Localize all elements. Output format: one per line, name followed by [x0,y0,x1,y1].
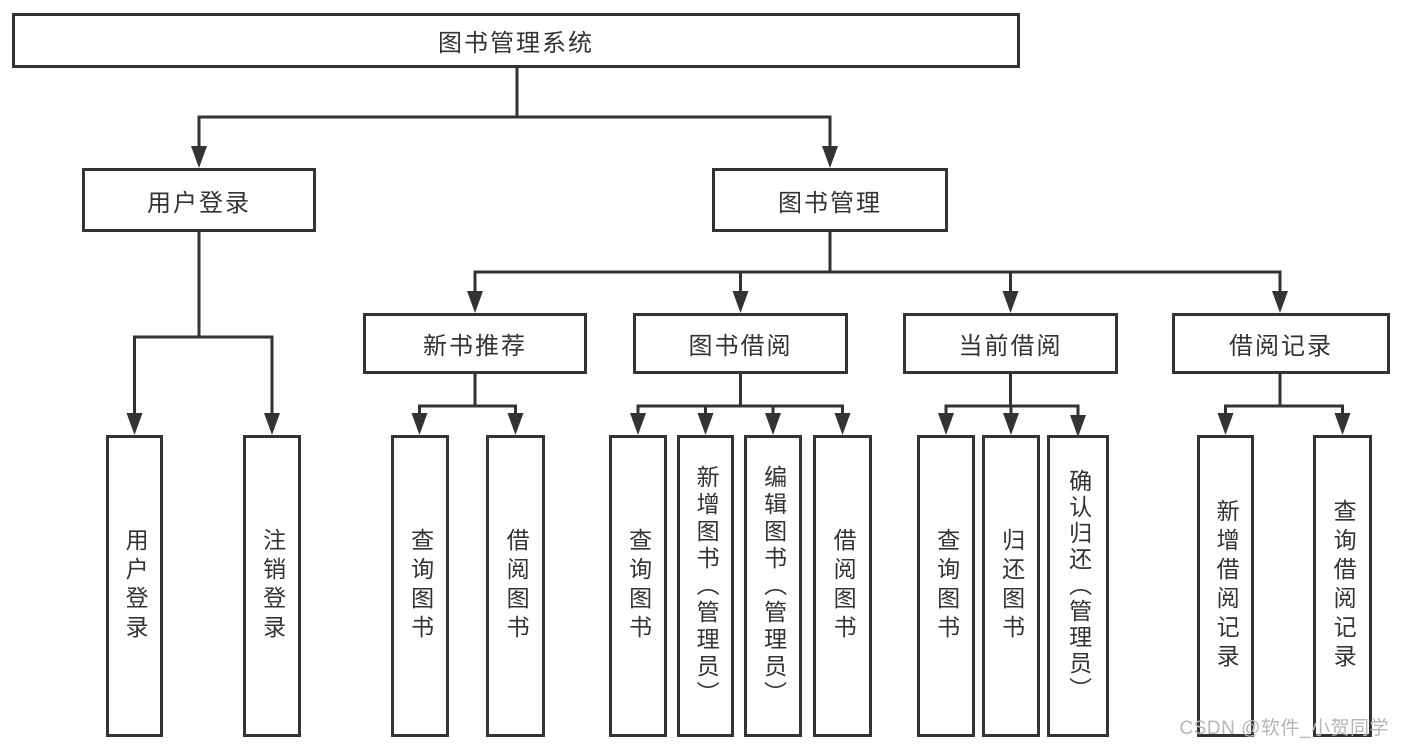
watermark: CSDN @软件_小贺同学 [1179,718,1389,739]
node-label: 图书管理 [778,189,882,217]
node-leaf-query-books-current: 查询图书 [917,435,975,737]
connector-book-borrow-split [630,374,851,435]
node-leaf-add-books-admin: 新增图书（管理员） [677,435,734,737]
node-borrowing-records: 借阅记录 [1172,313,1390,374]
node-label: 查询图书 [625,528,652,644]
connector-borrow-records-split [1217,374,1351,435]
node-label: 确认归还（管理员） [1065,469,1092,703]
node-label: 归还图书 [998,528,1025,644]
node-label: 查询图书 [407,528,434,644]
node-leaf-return-books: 归还图书 [982,435,1040,737]
node-book-management: 图书管理 [712,168,948,232]
node-label: 新增图书（管理员） [693,464,720,708]
node-label: 图书管理系统 [438,30,594,57]
node-leaf-query-borrow-record: 查询借阅记录 [1313,435,1372,737]
node-label: 编辑图书（管理员） [760,464,787,708]
node-current-borrowing: 当前借阅 [903,313,1118,374]
node-new-book-recommendation: 新书推荐 [363,313,587,374]
node-leaf-borrow-books-recommend: 借阅图书 [486,435,545,737]
node-leaf-logout: 注销登录 [243,435,301,737]
node-label: 用户登录 [122,528,149,644]
node-leaf-query-books-recommend: 查询图书 [391,435,449,737]
node-label: 借阅记录 [1229,333,1333,360]
node-label: 新增借阅记录 [1213,499,1240,673]
node-leaf-add-borrow-record: 新增借阅记录 [1197,435,1254,737]
node-leaf-confirm-return-admin: 确认归还（管理员） [1047,435,1109,737]
node-leaf-borrow-books: 借阅图书 [813,435,872,737]
node-label: 注销登录 [259,528,286,644]
node-label: 借阅图书 [830,528,857,644]
node-leaf-user-login: 用户登录 [106,435,163,737]
node-label: 用户登录 [147,189,251,217]
node-label: 图书借阅 [688,333,793,360]
connector-book-management-split [467,232,1288,313]
node-leaf-edit-books-admin: 编辑图书（管理员） [744,435,802,737]
node-label: 查询借阅记录 [1330,499,1357,673]
node-label: 查询图书 [933,528,960,644]
connector-root-split [191,68,838,168]
node-book-borrowing: 图书借阅 [633,313,848,374]
connector-current-borrow-split [938,374,1086,437]
connector-user-login-split [126,232,280,435]
node-label: 借阅图书 [503,528,530,644]
node-leaf-query-books-borrow: 查询图书 [609,435,667,737]
node-library-system: 图书管理系统 [12,13,1020,68]
node-label: 当前借阅 [958,333,1063,360]
node-label: 新书推荐 [423,333,527,360]
connector-new-book-split [411,374,524,435]
node-user-login: 用户登录 [82,168,316,232]
